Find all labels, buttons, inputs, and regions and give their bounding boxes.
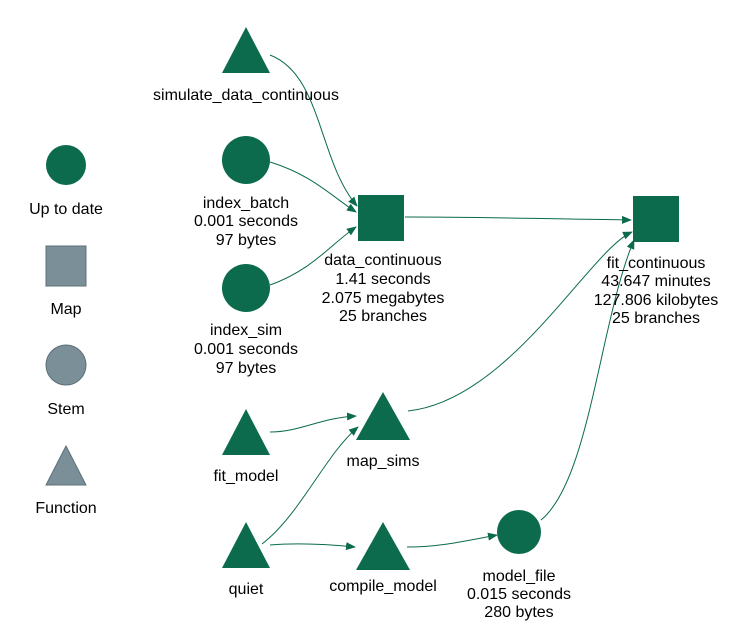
- edge-map-sims-to-fit-continuous: [407, 231, 633, 412]
- function-triangle-icon: [222, 522, 270, 568]
- edge-simulate-data-to-data-continuous: [269, 54, 358, 207]
- node-label: compile_model: [329, 578, 437, 595]
- function-triangle-icon: [356, 392, 410, 440]
- legend-up-to-date-icon: [46, 145, 86, 185]
- node-index-sim[interactable]: index_sim 0.001 seconds 97 bytes: [194, 264, 298, 377]
- node-size: 97 bytes: [216, 232, 276, 249]
- legend-label-up-to-date: Up to date: [29, 201, 103, 218]
- edge-fit-model-to-map-sims: [269, 412, 357, 433]
- function-triangle-icon: [222, 409, 270, 455]
- node-simulate-data-continuous[interactable]: simulate_data_continuous: [153, 27, 339, 104]
- node-time: 43.647 minutes: [601, 273, 710, 290]
- node-label: fit_model: [214, 468, 279, 485]
- edge-index-batch-to-data-continuous: [269, 161, 357, 213]
- target-square-icon: [358, 195, 404, 241]
- node-size: 97 bytes: [216, 360, 276, 377]
- legend-label-map: Map: [50, 301, 81, 318]
- legend-label-function: Function: [35, 500, 96, 517]
- node-branches: 25 branches: [339, 308, 427, 325]
- node-label: index_sim: [210, 322, 282, 339]
- node-label: map_sims: [347, 453, 420, 470]
- node-quiet[interactable]: quiet: [222, 522, 270, 598]
- node-label: quiet: [229, 581, 264, 598]
- target-circle-icon: [222, 136, 270, 184]
- node-fit-model[interactable]: fit_model: [214, 409, 279, 485]
- node-time: 0.015 seconds: [467, 586, 571, 603]
- legend-map-icon: [45, 245, 87, 287]
- legend-function-icon: [45, 444, 87, 486]
- node-branches: 25 branches: [612, 310, 700, 327]
- node-label: fit_continuous: [607, 255, 706, 272]
- edge-model-file-to-fit-continuous: [540, 239, 635, 521]
- node-time: 0.001 seconds: [194, 213, 298, 230]
- node-map-sims[interactable]: map_sims: [347, 392, 420, 470]
- node-time: 1.41 seconds: [335, 271, 430, 288]
- edges: [261, 54, 635, 551]
- node-compile-model[interactable]: compile_model: [329, 522, 437, 595]
- node-label: model_file: [483, 568, 556, 585]
- edge-index-sim-to-data-continuous: [269, 226, 357, 286]
- target-circle-icon: [222, 264, 270, 312]
- node-size: 127.806 kilobytes: [594, 292, 719, 309]
- node-label: data_continuous: [324, 252, 441, 269]
- node-model-file[interactable]: model_file 0.015 seconds 280 bytes: [467, 510, 571, 621]
- legend-label-stem: Stem: [47, 401, 84, 418]
- function-triangle-icon: [222, 27, 270, 73]
- edge-data-continuous-to-fit-continuous: [404, 215, 632, 224]
- function-triangle-icon: [356, 522, 410, 570]
- edge-compile-model-to-model-file: [406, 532, 498, 548]
- node-index-batch[interactable]: index_batch 0.001 seconds 97 bytes: [194, 136, 298, 249]
- edge-quiet-to-map-sims: [261, 426, 359, 545]
- node-time: 0.001 seconds: [194, 341, 298, 358]
- node-size: 280 bytes: [484, 604, 553, 621]
- node-size: 2.075 megabytes: [322, 290, 445, 307]
- node-fit-continuous[interactable]: fit_continuous 43.647 minutes 127.806 ki…: [594, 196, 719, 327]
- node-label: index_batch: [203, 195, 289, 212]
- node-label: simulate_data_continuous: [153, 87, 339, 104]
- target-square-icon: [633, 196, 679, 242]
- legend: Up to date Map Stem Function: [29, 145, 103, 517]
- target-circle-icon: [497, 510, 541, 554]
- edge-quiet-to-compile-model: [269, 542, 356, 551]
- node-data-continuous[interactable]: data_continuous 1.41 seconds 2.075 megab…: [322, 195, 445, 325]
- legend-stem-icon: [45, 344, 87, 386]
